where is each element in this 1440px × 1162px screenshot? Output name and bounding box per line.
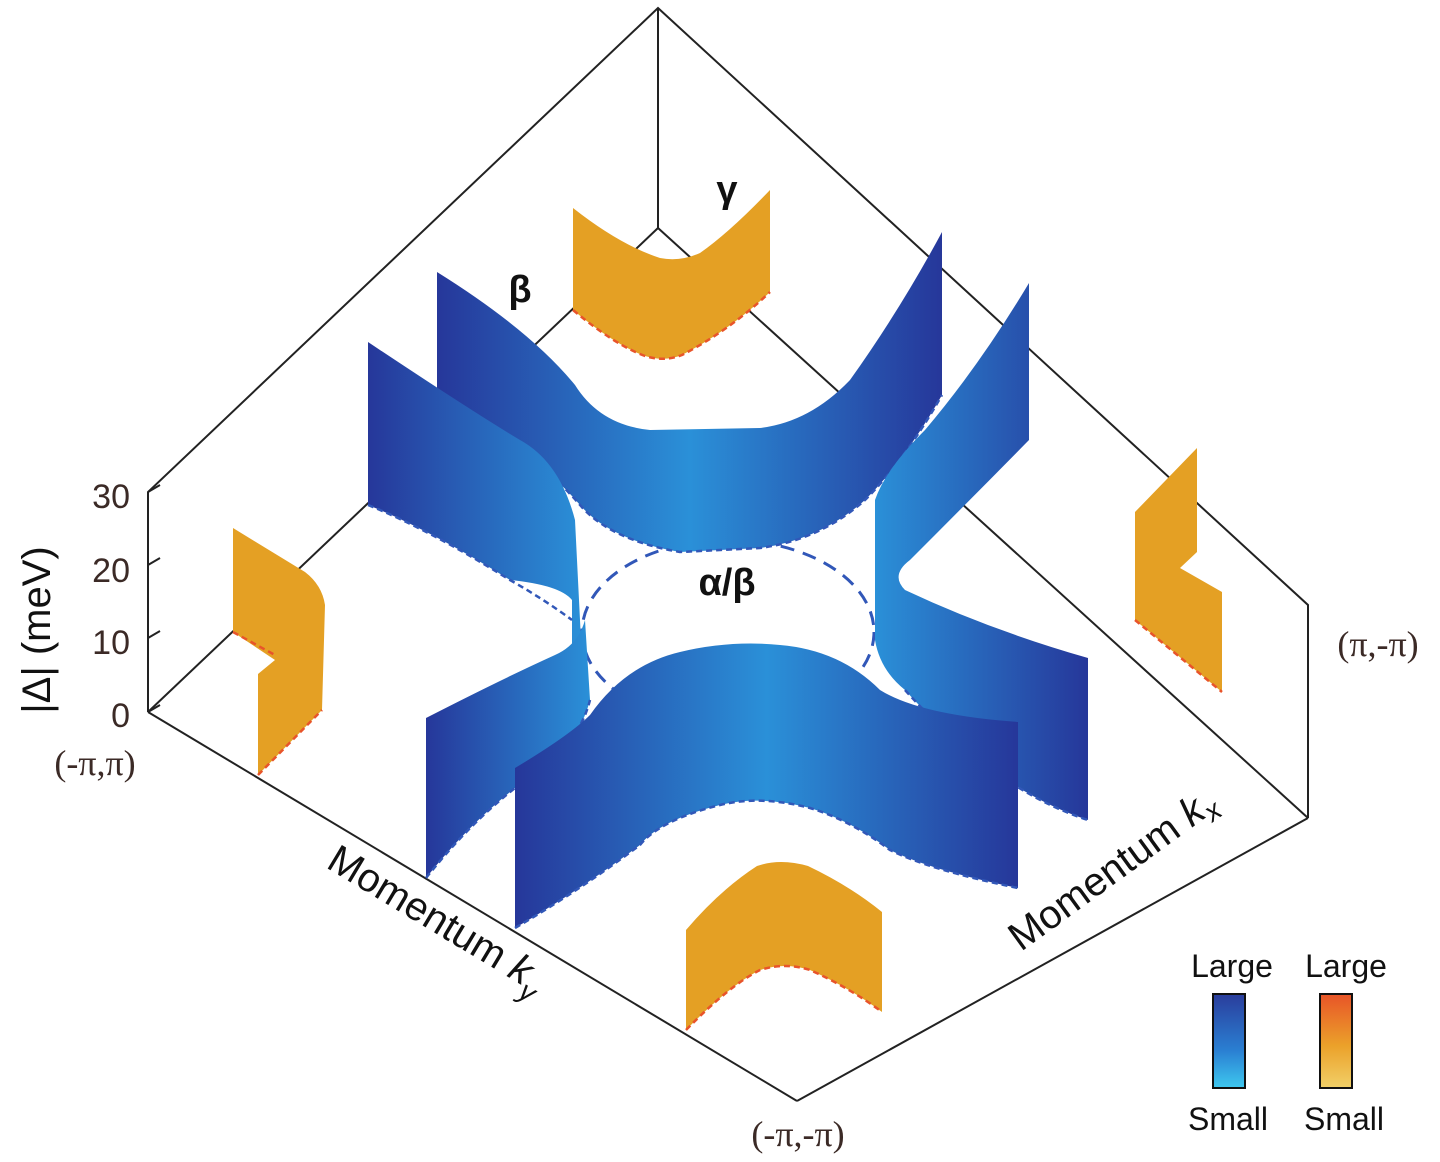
- legend-orange-bottom: Small: [1304, 1101, 1384, 1137]
- z-tick-label: 20: [92, 552, 130, 590]
- front-floor-edge-right: [796, 817, 1309, 1102]
- gamma-pocket-right: [1134, 448, 1223, 693]
- gamma-pocket-bottom: [685, 862, 883, 1031]
- y-axis-label-prefix: Momentum: [320, 837, 524, 983]
- legend-orange-colorbar: [1319, 993, 1353, 1089]
- z-tick-label: 0: [111, 697, 130, 735]
- beta-sheet-left: [367, 342, 582, 720]
- legend-blue-bottom: Small: [1188, 1101, 1268, 1137]
- front-floor-edge-left: [147, 711, 798, 1102]
- z-ticks: [147, 484, 161, 713]
- x-axis-label: Momentum kx: [1000, 779, 1228, 963]
- z-tick-label: 10: [92, 624, 130, 662]
- corner-label-bottom: (-π,-π): [751, 1114, 844, 1154]
- legend: Large Small Large Small: [1188, 948, 1387, 1137]
- x-axis-label-prefix: Momentum: [1000, 800, 1197, 960]
- band-label-beta: β: [508, 269, 531, 311]
- band-label-gamma: γ: [716, 169, 737, 211]
- z-tick-label: 30: [92, 478, 130, 516]
- z-axis-label: |Δ| (meV): [15, 546, 59, 714]
- gamma-pocket-left: [232, 528, 325, 776]
- gamma-pocket-top: [572, 190, 771, 360]
- legend-blue-colorbar: [1212, 993, 1246, 1089]
- corner-label-left: (-π,π): [54, 743, 135, 783]
- corner-label-right: (π,-π): [1337, 624, 1418, 664]
- beta-sheet-bottom: [514, 643, 1019, 930]
- band-label-alpha-beta: α/β: [698, 562, 755, 604]
- back-floor-edge-right: [657, 227, 1309, 819]
- legend-orange-top: Large: [1305, 948, 1387, 984]
- legend-blue-top: Large: [1191, 948, 1273, 984]
